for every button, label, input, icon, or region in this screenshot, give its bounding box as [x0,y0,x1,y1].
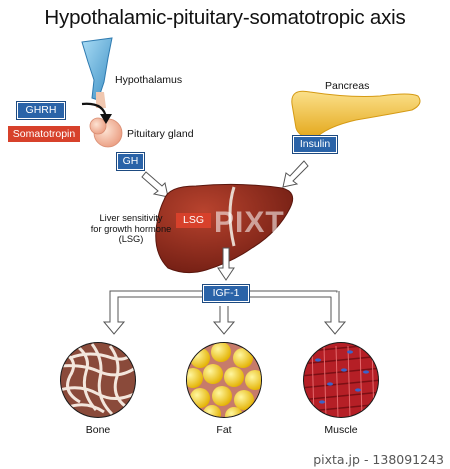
hypothalamus-label: Hypothalamus [115,74,183,86]
gh-badge: GH [117,153,144,170]
muscle-tissue-illustration [303,342,379,418]
fat-tissue-illustration [186,342,262,418]
footer-bar [0,449,450,469]
liver-sensitivity-label: Liver sensitivity for growth hormone (LS… [90,213,172,244]
lsg-badge: LSG [176,213,211,228]
ghrh-badge: GHRH [17,102,65,119]
igf1-badge: IGF-1 [203,285,249,302]
hypothalamus-illustration [81,37,113,108]
insulin-badge: Insulin [293,136,337,153]
fat-label: Fat [216,424,232,436]
insulin-to-liver-arrow [282,160,309,188]
watermark: PIXTA [214,206,306,239]
pancreas-label: Pancreas [325,80,370,92]
footer-credit: pixta.jp - 138091243 [313,452,444,467]
liver-to-igf1-arrow [217,247,235,281]
page-title: Hypothalamic-pituitary-somatotropic axis [44,6,406,29]
pancreas-illustration [291,90,421,138]
bone-tissue-illustration [60,342,136,418]
liver-illustration [155,183,294,274]
ghrh-arrowhead [100,114,112,124]
gh-to-liver-arrow [141,171,169,198]
pituitary-gland-label: Pituitary gland [127,128,194,140]
somatotropin-badge: Somatotropin [8,126,80,142]
muscle-label: Muscle [324,424,358,436]
bone-label: Bone [85,424,111,436]
